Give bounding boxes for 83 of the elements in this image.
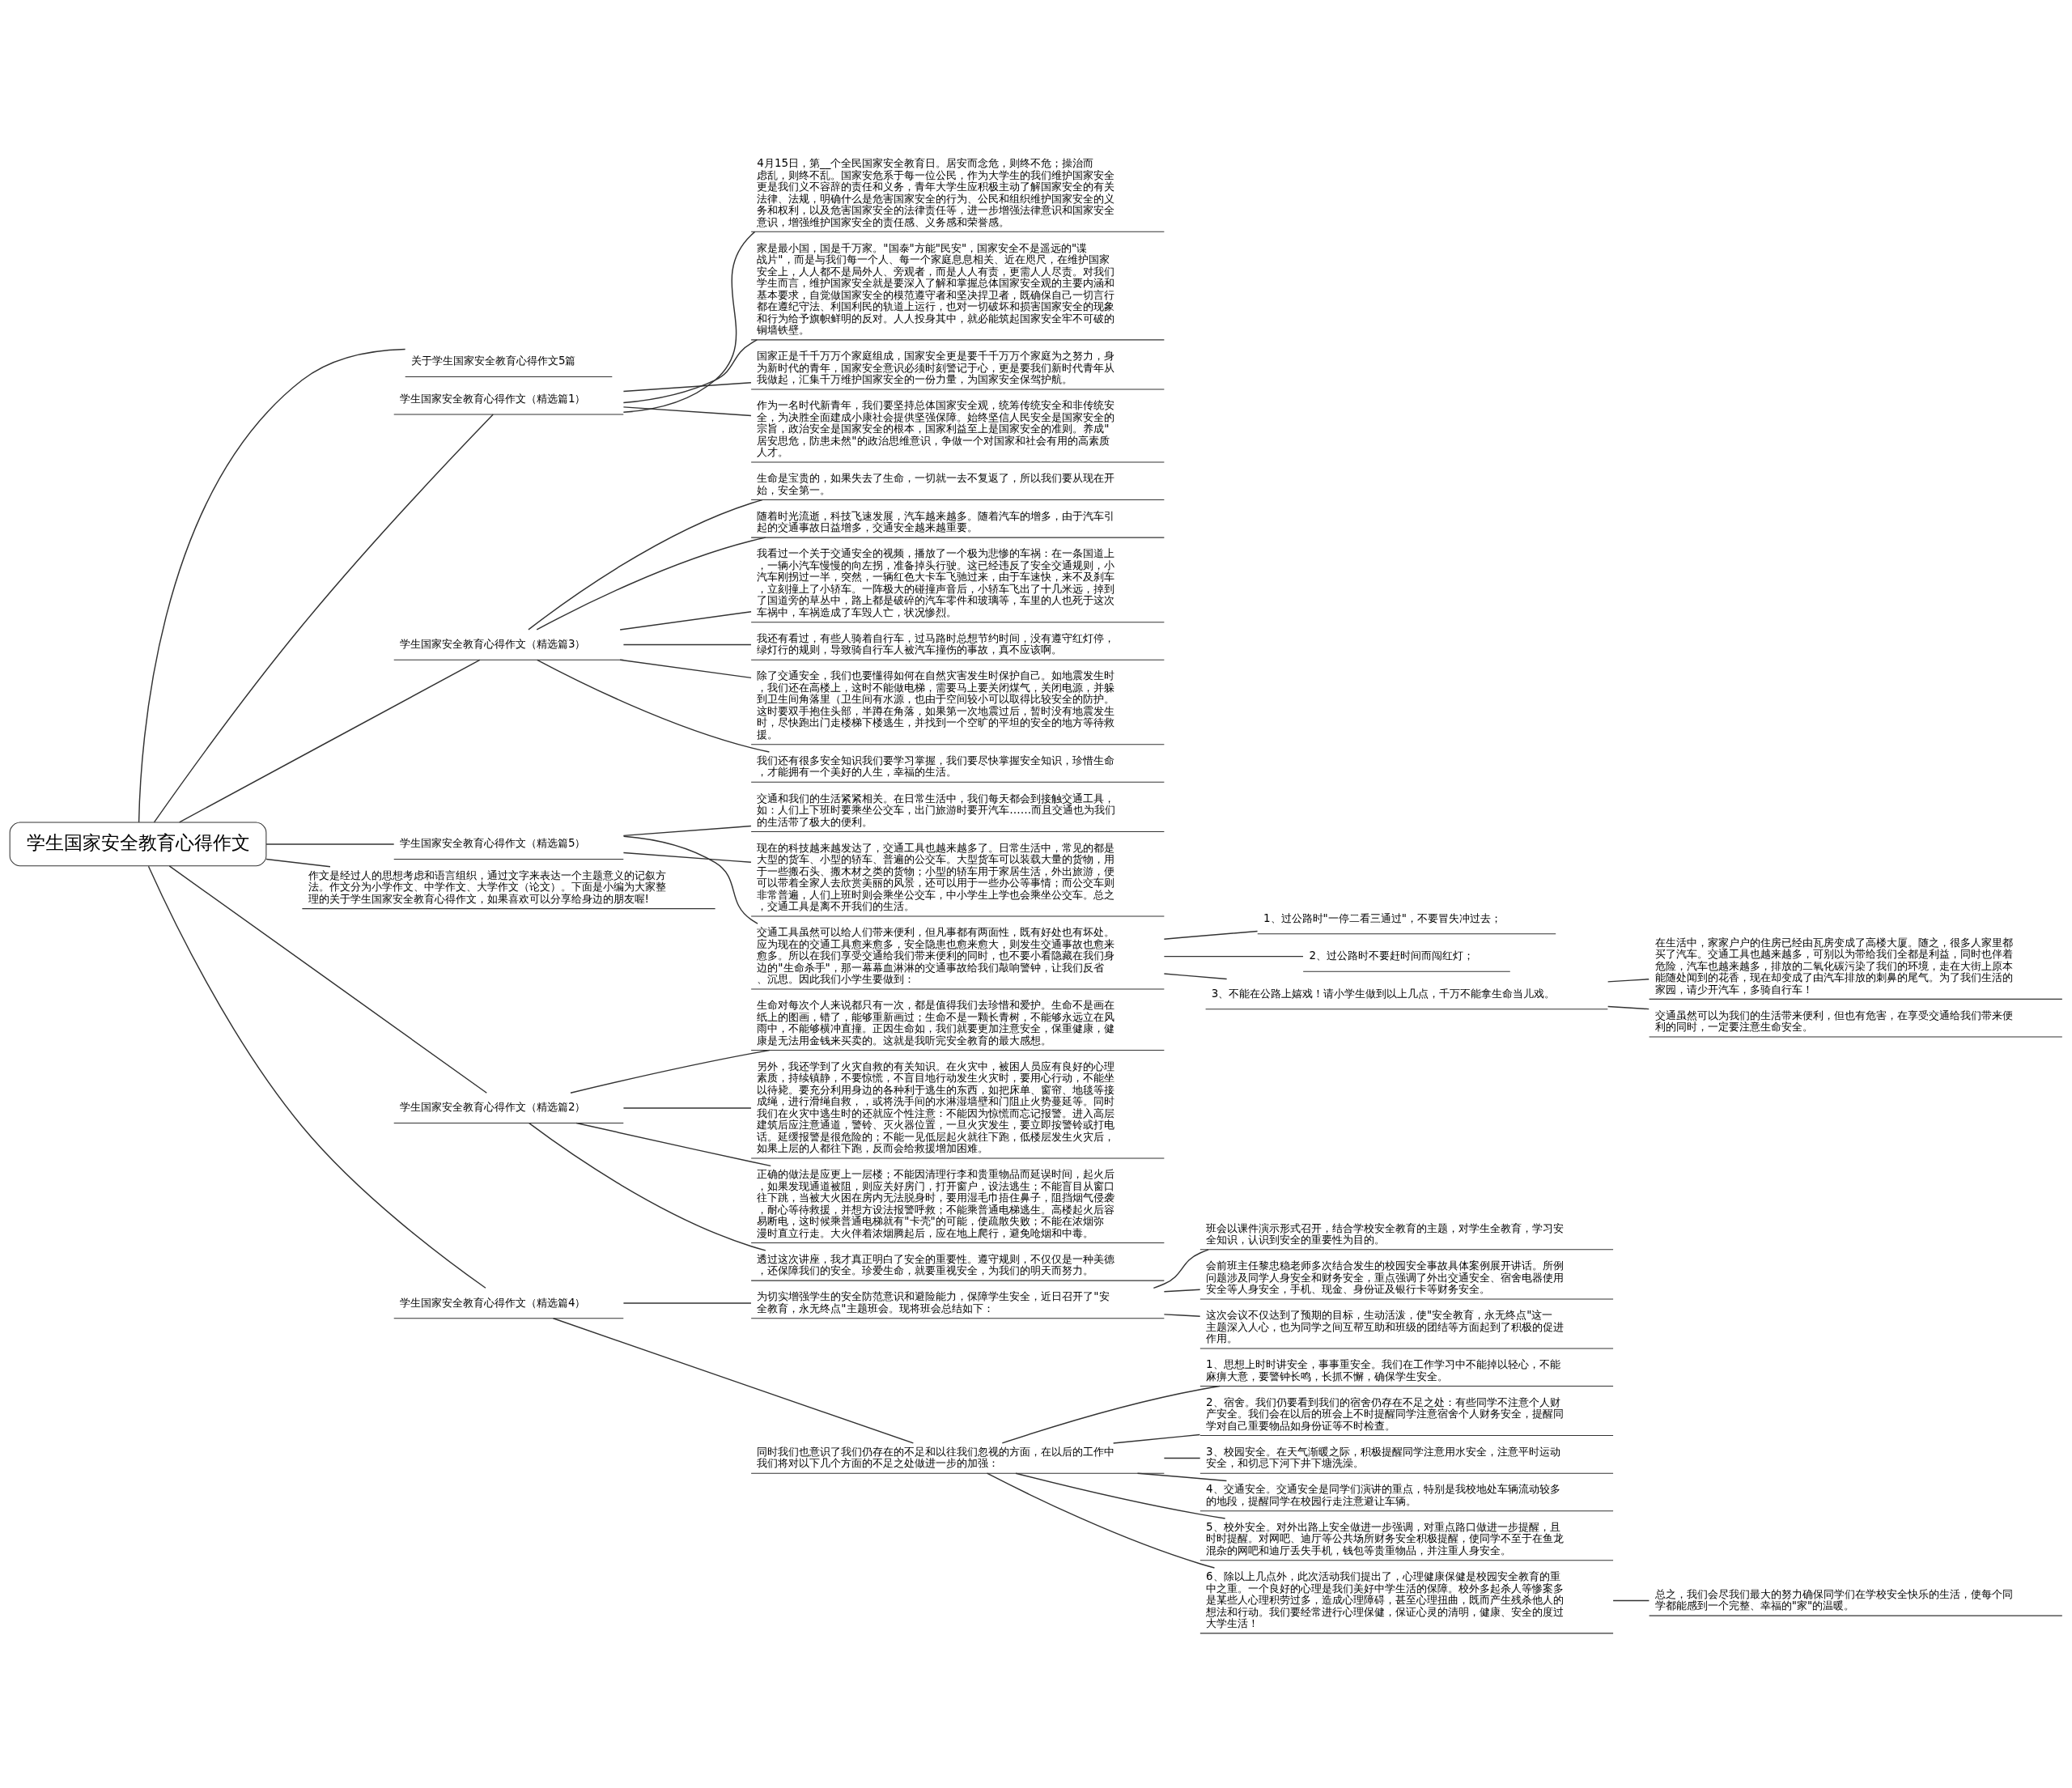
connector <box>1163 1289 1201 1293</box>
node-text: 2、宿舍。我们仍要看到我们的宿舍仍存在不足之处：有些同学不注意个人财产安全。我们会在以后的班会上不时提醒同学注意宿舍个人财务安全，提醒同学对自己重要物品如身份证等不时检查。 <box>1206 1395 1565 1432</box>
connector <box>536 537 766 631</box>
node-text: 学生国家安全教育心得作文（精选篇2） <box>399 1101 586 1114</box>
connector <box>138 348 406 823</box>
connector <box>552 1318 915 1444</box>
connector <box>622 643 752 646</box>
connector <box>622 1302 752 1304</box>
connector <box>1015 1472 1226 1519</box>
connector <box>536 659 771 753</box>
node-text: 同时我们也意识了我们仍存在的不足和以往我们忽视的方面，在以后的工作中我们将对以下几个方面的不足之处做进一步的加强： <box>757 1445 1115 1470</box>
node-text: 随着时光流逝，科技飞速发展，汽车越来越多。随着汽车的增多，由于汽车引起的交通事故日益增多，交通安全越来越重要。 <box>757 509 1115 534</box>
connector <box>619 659 752 679</box>
connector <box>622 339 758 404</box>
connector <box>1112 1433 1201 1444</box>
node-text: 2、过公路时不要赶时间而闯红灯； <box>1309 949 1474 962</box>
connector <box>147 865 486 1289</box>
connector <box>570 1049 771 1094</box>
connector <box>622 825 752 837</box>
connector <box>1163 1457 1201 1459</box>
connector <box>1607 979 1650 983</box>
node-text: 学生国家安全教育心得作文（精选篇1） <box>399 392 586 405</box>
connector <box>622 381 752 393</box>
node-text: 6、除以上几点外，此次活动我们提出了，心理健康保健是校园安全教育的重中之重。一个良好的心理是我们美好中学生活的保障。校外多起杀人等惨案多是某些人心理积劳过多，造成心理障碍，甚至心理扭曲，既而产生残杀他人的想法和行动。我们要经常进行心理保健，保证心灵的清明，健康、安全的度过大学生活！ <box>1206 1570 1565 1629</box>
connector <box>528 499 763 631</box>
node-text: 现在的科技越来越发达了，交通工具也越来越多了。日常生活中，常见的都是大型的货车、小型的轿车、普遍的公交车。大型货车可以装载大量的货物，用于一些搬石头、搬木材之类的货物；小型的轿车用于家居生活，外出旅游，便可以带着全家人去欣赏美丽的风景，还可以用于一些办公等事情；而公交车则非常普遍，人们上班时则会乘坐公交车，中小学生上学也会乘坐公交车。总之，交通工具是离不开我们的生活。 <box>757 841 1115 913</box>
connector <box>1163 1314 1201 1317</box>
node-text: 国家正是千千万万个家庭组成，国家安全更是要千千万万个家庭为之努力，身为新时代的青年，国家安全意识必须时刻警记于心，更是要我们新时代青年从我做起，汇集千万维护国家安全的一份力量，为国家安全保驾护航。 <box>757 350 1115 386</box>
connector <box>575 1122 771 1167</box>
connector <box>622 835 758 924</box>
connector <box>622 852 752 863</box>
connector <box>153 414 494 823</box>
node-text: 在生活中，家家户户的住房已经由瓦房变成了高楼大厦。随之，很多人家里都买了汽车。交通工具也越来越多，可别以为带给我们全都是利益，同时也伴着危险，汽车也越来越多，排放的二氧化碳污染了我们的环境，走在大街上原本能随处闻到的花香，现在却变成了由汽车排放的刺鼻的尾气。为了我们生活的家园，请少开汽车，多骑自行车！ <box>1654 936 2013 996</box>
node-text: 4、交通安全。交通安全是同学们演讲的重点，特别是我校地处车辆流动较多的地段，提醒同学在校园行走注意避让车辆。 <box>1206 1483 1560 1507</box>
node-text: 3、不能在公路上嬉戏！请小学生做到以上几点，千万不能拿生命当儿戏。 <box>1211 987 1556 1000</box>
node-text: 4月15日，第__个全民国家安全教育日。居安而念危，则终不危；操治而虑乱，则终不乱。国家安危系于每一位公民，作为大学生的我们维护国家安全更是我们义不容辞的责任和义务，青年大学生应积极主动了解国家安全的有关法律、法规，明确什么是危害国家安全的行为、公民和组织维护国家安全的义务和权利，以及危害国家安全的法律责任等，进一步增强法律意识和国家安全意识，增强维护国家安全的责任感、义务感和荣誉感。 <box>757 157 1115 228</box>
node-text: 透过这次讲座，我才真正明白了安全的重要性。遵守规则，不仅仅是一种美德，还保障我们的安全。珍爱生命，就要重视安全，为我们的明天而努力。 <box>757 1252 1115 1277</box>
connector <box>1001 1385 1221 1444</box>
node-text: 总之，我们会尽我们最大的努力确保同学们在学校安全快乐的生活，使每个同学都能感到一个完整、幸福的"家"的温暖。 <box>1654 1587 2013 1612</box>
connector <box>1136 1472 1228 1482</box>
node-text: 生命是宝贵的，如果失去了生命，一切就一去不复返了，所以我们要从现在开始，安全第一。 <box>757 472 1115 496</box>
node-text: 我还有看过，有些人骑着自行车，过马路时总想节约时间，没有遵守红灯停，绿灯行的规则，导致骑自行车人被汽车撞伤的事故，真不应该啊。 <box>757 631 1115 656</box>
connector <box>622 406 752 417</box>
node-text: 5、校外安全。对外出路上安全做进一步强调，对重点路口做进一步提醒，且时时提醒。对网吧、迪厅等公共场所财务安全积极提醒，使同学不至于在鱼龙混杂的网吧和迪厅丢失手机，钱包等贵重物品，并注重人身安全。 <box>1206 1520 1565 1557</box>
node-text: 1、过公路时"一停二看三通过"，不要冒失冲过去； <box>1263 911 1501 924</box>
node-text: 生命对每次个人来说都只有一次，都是值得我们去珍惜和爱护。生命不是画在纸上的图画，错了，能够重新画过；生命不是一颗长青树，不能够永远立在风雨中，不能够横冲直撞。正因生命如，我们就要更加注意安全，保重健康，健康是无法用金钱来买卖的。这就是我听完安全教育的最大感想。 <box>757 999 1115 1047</box>
connector <box>178 659 481 823</box>
node-text: 这次会议不仅达到了预期的目标，生动活泼，使"安全教育，永无终点"这一主题深入人心，也为同学之间互帮互助和班级的团结等方面起到了积极的促进作用。 <box>1206 1309 1565 1345</box>
connector <box>529 1122 766 1251</box>
node-text: 学生国家安全教育心得作文（精选篇4） <box>399 1296 586 1309</box>
node-text: 为切实增强学生的安全防范意识和避险能力，保障学生安全，近日召开了"安全教育，永无终点"主题班会。现将班会总结如下： <box>757 1290 1110 1314</box>
node-text: 我们还有很多安全知识我们要学习掌握，我们要尽快掌握安全知识，珍惜生命，才能拥有一个美好的人生，幸福的生活。 <box>757 754 1115 779</box>
node-text: 1、思想上时时讲安全，事事重安全。我们在工作学习中不能掉以轻心，不能麻痹大意，要警钟长鸣，长抓不懈，确保学生安全。 <box>1206 1358 1560 1382</box>
node-text: 另外，我还学到了火灾自救的有关知识。在火灾中，被困人员应有良好的心理素质，持续镇静，不要惊慌，不盲目地行动发生火灾时，要用心行动，不能坐以待毙。要充分利用身边的各种利于逃生的东西，如把床单、窗帘、地毯等接成绳，进行滑绳自救，，或将洗手间的水淋湿墙壁和门阻止火势蔓延等。同时我们在火灾中逃生时的还就应个性注意：不能因为惊慌而忘记报警。进入高层建筑后应注意通道，警铃、灭火器位置，一旦火灾发生，要立即按警铃或打电话。延缓报警是很危险的；不能一见低层起火就往下跑，低楼层发生火灾后，如果上层的人都往下跑，反而会给救援增加困难。 <box>757 1060 1115 1155</box>
node-text: 作文是经过人的思想考虑和语言组织，通过文字来表达一个主题意义的记叙方法。作文分为小学作文、中学作文、大学作文（论文）。下面是小编为大家整理的关于学生国家安全教育心得作文，如果喜欢可以分享给身边的朋友喔! <box>308 869 666 905</box>
connector <box>265 843 395 845</box>
node-text: 交通虽然可以为我们的生活带来便利，但也有危害，在享受交通给我们带来便利的同时，一定要注意生命安全。 <box>1654 1009 2013 1034</box>
node-text: 交通和我们的生活紧紧相关。在日常生活中，我们每天都会到接触交通工具，如：人们上下班时要乘坐公交车，出门旅游时要开汽车……而且交通也为我们的生活带了极大的便利。 <box>757 792 1116 828</box>
node-text: 我看过一个关于交通安全的视频，播放了一个极为悲惨的车祸：在一条国道上，一辆小汽车慢慢的向左拐，准备掉头行驶。这已经违反了安全交通规则，小汽车刚拐过一半，突然，一辆红色大卡车飞驰过来，由于车速快，来不及刹车，立刻撞上了小轿车。一阵极大的碰撞声音后，小轿车飞出了十几米远，掉到了国道旁的草丛中，路上都是破碎的汽车零件和玻璃等，车里的人也死于这次车祸中，车祸造成了车毁人亡，状况惨烈。 <box>757 547 1115 618</box>
node-text: 关于学生国家安全教育心得作文5篇 <box>410 355 576 367</box>
node-text: 除了交通安全，我们也要懂得如何在自然灾害发生时保护自己。如地震发生时，我们还在高楼上，这时不能做电梯，需要马上要关闭煤气，关闭电源，并躲到卫生间角落里（卫生间有水源，也由于空间较小可以取得比较安全的防护。这时要双手抱住头部，半蹲在角落，如果第一次地震过后，暂时没有地震发生时，尽快跑出门走楼梯下楼逃生，并找到一个空旷的平坦的安全的地方等待救援。 <box>757 669 1115 741</box>
connector <box>168 865 488 1094</box>
connector <box>622 1107 752 1109</box>
node-box: 学生国家安全教育心得作文 <box>9 822 267 867</box>
connector <box>1612 1599 1650 1602</box>
node-text: 作为一名时代新青年，我们要坚持总体国家安全观，统筹传统安全和非传统安全，为决胜全面建成小康社会提供坚强保障。始终坚信人民安全是国家安全的宗旨，政治安全是国家安全的根本，国家利益至上是国家安全的准则。养成"居安思危，防患未然"的政治思维意识，争做一个对国家和社会有用的高素质人才。 <box>757 399 1115 459</box>
connector <box>1163 955 1304 958</box>
connector <box>1163 973 1228 980</box>
node-text: 学生国家安全教育心得作文（精选篇3） <box>399 638 586 651</box>
node-text: 3、校园安全。在天气渐暖之际，积极提醒同学注意用水安全，注意平时运动安全，和切忌下河下井下塘洗澡。 <box>1206 1445 1560 1470</box>
node-text: 正确的做法是应更上一层楼；不能因清理行李和贵重物品而延误时间，起火后，如果发现通道被阻，则应关好房门，打开窗户，设法逃生；不能盲目从窗口往下跳，当被大火困在房内无法脱身时，要用湿毛巾捂住鼻子，阻挡烟气侵袭，耐心等待救援，并想方设法报警呼救；不能乘普通电梯逃生。高楼起火后容易断电，这时候乘普通电梯就有"卡壳"的可能，使疏散失败；不能在浓烟弥漫时直立行走。大火伴着浓烟腾起后，应在地上爬行，避免呛烟和中毒。 <box>757 1168 1115 1239</box>
connector <box>1607 1005 1650 1010</box>
node-text: 班会以课件演示形式召开，结合学校安全教育的主题，对学生全教育，学习安全知识，认识到安全的重要性为目的。 <box>1206 1221 1565 1246</box>
connector <box>1163 930 1259 940</box>
connector <box>622 231 756 414</box>
connector <box>1153 1249 1209 1289</box>
node-text: 学生国家安全教育心得作文（精选篇5） <box>399 837 586 850</box>
node-text: 交通工具虽然可以给人们带来便利，但凡事都有两面性，既有好处也有坏处。应为现在的交通工具愈来愈多，安全隐患也愈来愈大，则发生交通事故也愈来愈多。所以在我们享受交通给我们带来便利的同时，也不要小看隐藏在我们身边的"生命杀手"，那一幕幕血淋淋的交通事故给我们敲响警钟，让我们反省、沉思。因此我们小学生要做到： <box>757 926 1115 986</box>
connector <box>986 1472 1216 1569</box>
connector <box>265 858 331 868</box>
node-text: 会前班主任黎忠稳老师多次结合发生的校园安全事故具体案例展开讲话。所例问题涉及同学人身安全和财务安全，重点强调了外出交通安全、宿舍电器使用安全等人身安全，手机、现金、身份证及银行卡等财务安全。 <box>1206 1259 1565 1296</box>
node-text: 家是最小国，国是千万家。"国泰"方能"民安"，国家安全不是遥远的"谍战片"，而是与我们每一个人、每一个家庭息息相关、近在咫尺，在维护国家安全上，人人都不是局外人、旁观者，而是人人有责，更需人人尽责。对我们学生而言，维护国家安全就是要深入了解和掌握总体国家安全观的主要内涵和基本要求，自觉做国家安全的模范遵守者和坚决捍卫者，既确保自己一切言行都在遵纪守法、利国利民的轨道上运行，也对一切破坏和损害国家安全的现象和行为给予旗帜鲜明的反对。人人投身其中，就必能筑起国家安全牢不可破的铜墙铁壁。 <box>757 241 1115 336</box>
connector <box>619 611 752 631</box>
